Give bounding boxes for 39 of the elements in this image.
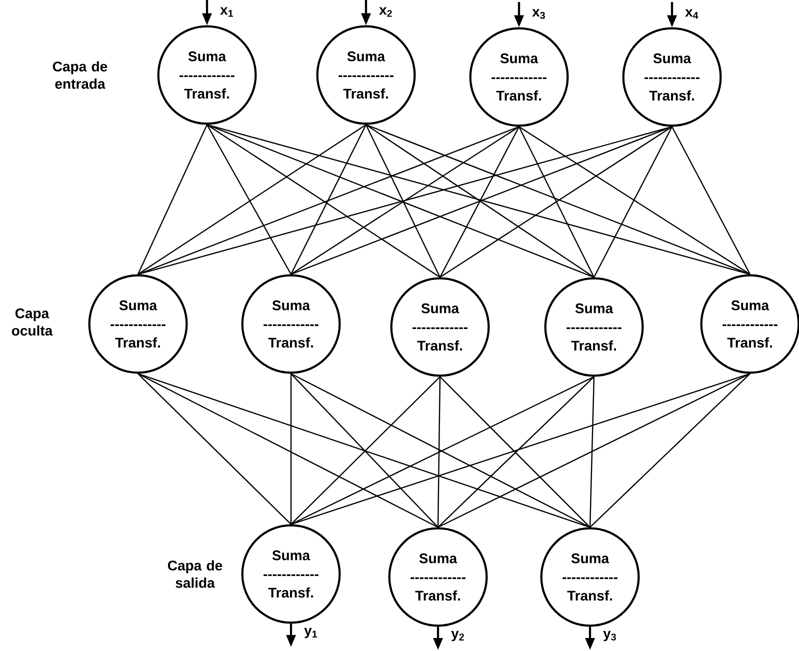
connection-line (671, 126, 751, 275)
connection-line (366, 124, 750, 275)
edge-label: y$_{1}$ (304, 628, 318, 638)
connection-line (290, 124, 367, 275)
connection-line (590, 373, 750, 528)
connection-line (206, 124, 440, 278)
connection-line (206, 124, 594, 278)
edge-label: x$_{4}$ (685, 9, 698, 19)
connection-line (438, 373, 750, 528)
connection-line (206, 124, 750, 275)
connection-line (366, 124, 594, 278)
connection-line (440, 126, 672, 278)
layer-label: Capa de salida (168, 560, 222, 588)
connection-line (138, 124, 366, 275)
edge-label: x$_{3}$ (532, 9, 545, 19)
edge-label: y$_{2}$ (451, 630, 464, 642)
connection-line (290, 374, 292, 524)
connection-line (439, 126, 520, 278)
edge-label: x$_{2}$ (379, 7, 392, 17)
connection-line (365, 124, 441, 278)
connection-line (290, 126, 520, 275)
connection-line (290, 373, 750, 525)
connection-line (206, 124, 292, 275)
connection-line (518, 126, 750, 275)
edge-label: x$_{1}$ (220, 7, 234, 17)
edge-label: y$_{3}$ (603, 630, 616, 642)
connection-line (518, 126, 595, 278)
connection-line (138, 373, 292, 525)
connection-line (138, 126, 520, 275)
connection-line (137, 124, 208, 275)
connection-line (138, 373, 590, 528)
layer-label: Capa oculta (12, 308, 53, 336)
connection-line (138, 126, 672, 275)
connection-line (589, 376, 595, 528)
connection-line (593, 126, 673, 278)
connection-line (138, 373, 438, 528)
connection-line (437, 376, 441, 528)
layer-label: Capa de entrada (52, 61, 108, 89)
connection-line (290, 126, 672, 275)
